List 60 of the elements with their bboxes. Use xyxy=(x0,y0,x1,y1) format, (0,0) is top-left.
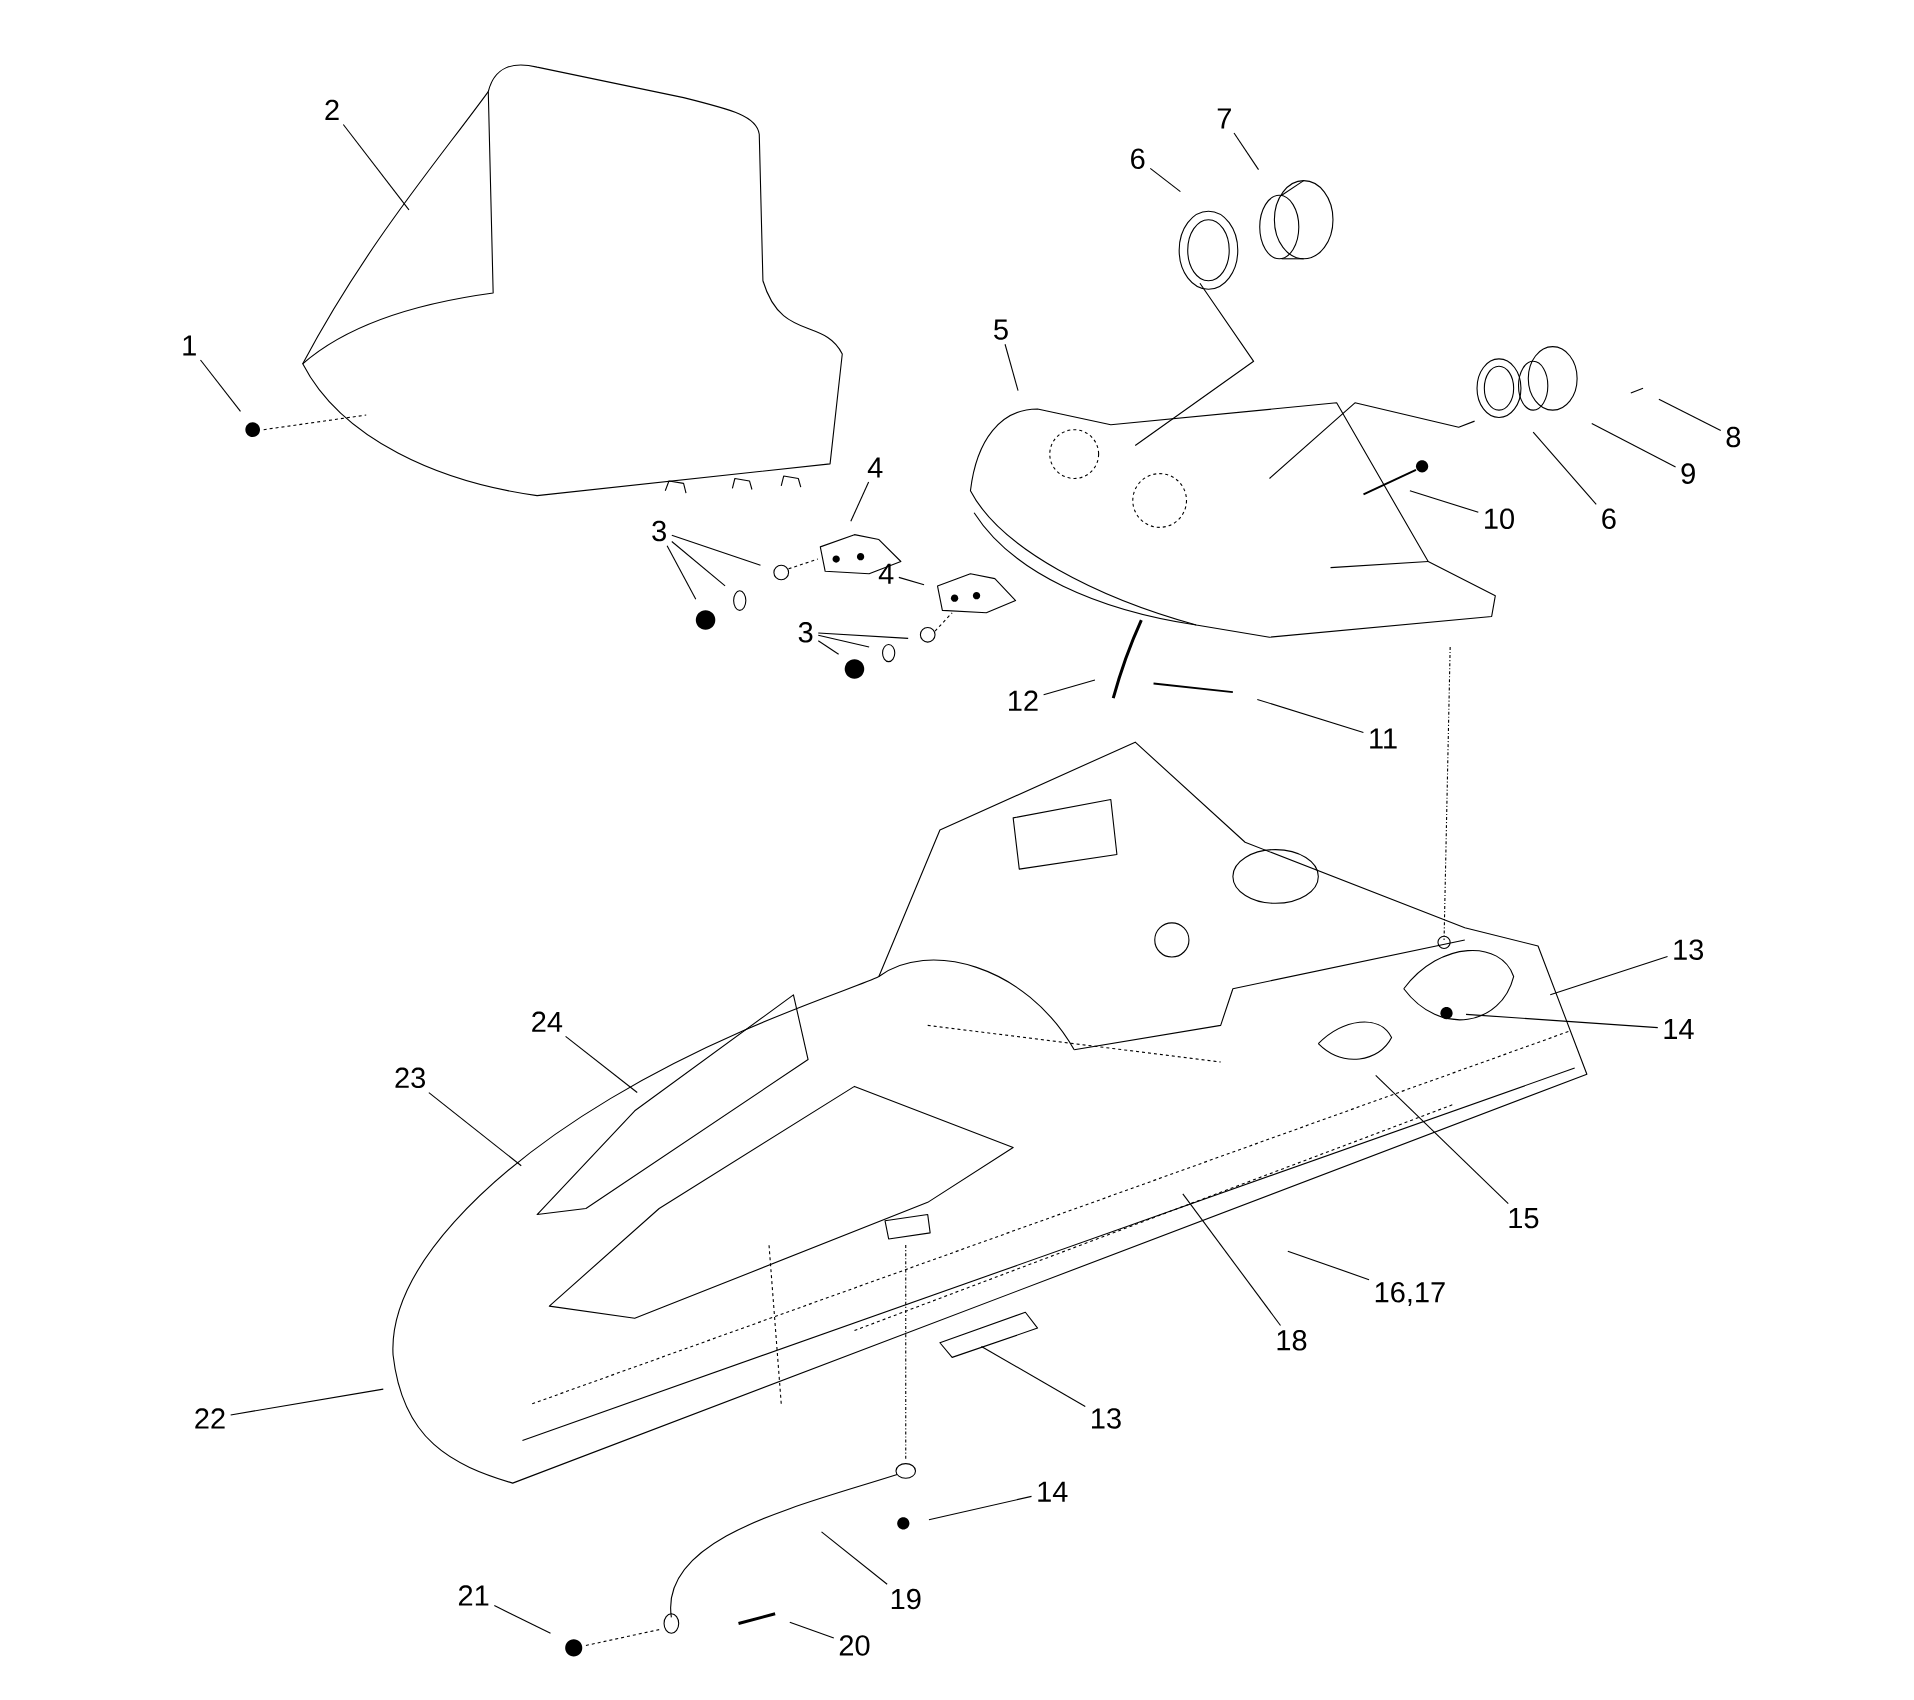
leader-line xyxy=(1465,1013,1659,1028)
callout-number: 4 xyxy=(878,563,894,584)
leader-line xyxy=(1182,1193,1282,1326)
callout-number: 15 xyxy=(1509,1207,1539,1229)
leader-line xyxy=(898,576,925,586)
leader-line xyxy=(666,545,697,600)
leader-line xyxy=(565,1035,638,1093)
leader-line xyxy=(928,1495,1033,1521)
callout-number: 19 xyxy=(891,1588,921,1610)
callout-number: 3 xyxy=(798,621,813,643)
leader-line xyxy=(1233,132,1260,171)
callout-number: 13 xyxy=(1092,1407,1121,1429)
leader-line xyxy=(671,534,762,566)
callout-number: 11 xyxy=(1370,728,1397,749)
callout-number: 18 xyxy=(1277,1329,1307,1351)
callout-number: 23 xyxy=(395,1067,425,1088)
callout-number: 9 xyxy=(1681,463,1695,484)
callout-number: 24 xyxy=(532,1011,563,1032)
leader-line xyxy=(1043,679,1096,696)
leader-line xyxy=(850,481,870,522)
leader-line xyxy=(1409,489,1479,513)
callout-number: 22 xyxy=(195,1408,225,1429)
callout-number: 21 xyxy=(458,1585,489,1606)
callout-number: 14 xyxy=(1038,1481,1068,1502)
callout-number: 12 xyxy=(1009,690,1038,711)
callout-number: 6 xyxy=(1131,148,1145,169)
callout-number: 6 xyxy=(1602,508,1616,529)
callout-number: 16,17 xyxy=(1375,1281,1445,1306)
leader-line xyxy=(1375,1074,1509,1204)
leader-line xyxy=(1004,343,1019,391)
leader-line xyxy=(789,1621,835,1639)
callout-number: 10 xyxy=(1485,508,1514,529)
leader-line xyxy=(342,123,410,211)
callout-number: 14 xyxy=(1664,1018,1694,1039)
leader-line xyxy=(820,1531,888,1585)
leader-line xyxy=(1532,431,1597,505)
leader-line xyxy=(817,632,909,639)
leader-line xyxy=(428,1091,522,1167)
leader-line xyxy=(199,359,242,412)
leader-line xyxy=(1591,422,1677,468)
callout-number: 2 xyxy=(325,99,339,120)
callout-number: 4 xyxy=(867,457,883,478)
callout-number: 3 xyxy=(652,520,666,542)
leader-line xyxy=(493,1604,552,1634)
leader-line xyxy=(817,634,870,648)
leader-line xyxy=(980,1345,1086,1407)
leader-line xyxy=(1287,1250,1370,1280)
leader-line xyxy=(1149,167,1181,192)
callout-number: 1 xyxy=(183,335,196,356)
callout-number: 20 xyxy=(839,1635,870,1656)
leader-line xyxy=(1549,955,1669,996)
callout-number: 13 xyxy=(1674,939,1704,960)
leader-line xyxy=(1658,398,1722,431)
callout-number: 8 xyxy=(1726,426,1741,448)
leader-line xyxy=(230,1388,384,1416)
leader-line xyxy=(671,540,726,587)
leader-line xyxy=(1256,698,1364,733)
callout-number: 7 xyxy=(1217,108,1231,129)
callout-number: 5 xyxy=(994,319,1008,340)
leader-line xyxy=(817,640,840,655)
